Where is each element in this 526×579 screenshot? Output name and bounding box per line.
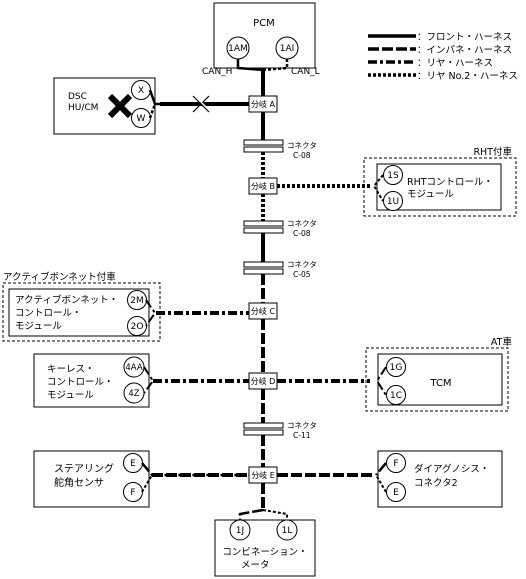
svg-text:コネクタ: コネクタ [287,260,317,269]
rht-option-label: RHT付車 [473,146,512,158]
tcm-module: AT車 1G 1C TCM [365,336,513,412]
legend-label-inpane: ：インパネ・ハーネス [417,45,512,56]
svg-text:1J: 1J [236,526,244,536]
diag-pin-f [386,453,406,473]
legend-label-rear-no2: ：リヤ No.2・ハーネス [417,71,518,82]
svg-text:ダイアグノシス・: ダイアグノシス・ [414,463,489,475]
can-h-label: CAN_H [202,67,232,77]
combi-pin-1j [229,519,251,541]
svg-text:1U: 1U [387,197,399,207]
can-l-label: CAN_L [291,67,320,77]
diagnosis-connector-module: F E ダイアグノシス・ コネクタ2 [375,450,503,508]
active-bonnet-module: アクティブボンネット付車 アクティブボンネット・ コントロール・ モジュール 2… [2,271,161,342]
cut-line-icon [192,95,212,113]
svg-text:2M: 2M [130,296,144,306]
svg-text:W: W [137,114,146,124]
svg-text:アクティブボンネット・: アクティブボンネット・ [15,294,118,306]
combination-meter-module: 1J 1L コンビネーション・ メータ [214,508,316,577]
svg-text:コントロール・: コントロール・ [15,308,82,319]
svg-text:メータ: メータ [241,560,270,571]
disconnected-x-icon [107,93,133,119]
svg-text:1L: 1L [282,526,293,536]
svg-text:モジュール: モジュール [47,390,94,401]
dsc-module: DSC HU/CM X W [53,77,250,135]
tcm-pin-1g [386,357,406,377]
tcm-option-frame [365,347,509,412]
svg-text:コントロール・: コントロール・ [47,377,114,388]
keyless-module: キーレス・ コントロール・ モジュール 4AA 4Z [33,353,155,408]
junction-d-label: 分岐 D [251,376,276,386]
svg-text:RHTコントロール・: RHTコントロール・ [407,177,493,188]
junction-c [248,302,278,320]
svg-text:F: F [130,488,135,498]
rht-option-frame [363,157,517,217]
steering-sensor-module: ステアリング 舵角センサ E F [33,450,249,508]
svg-text:ステアリング: ステアリング [54,462,114,475]
svg-text:コネクタ: コネクタ [287,141,317,150]
junction-a [248,95,278,113]
svg-text:1C: 1C [390,391,402,401]
svg-text:F: F [393,459,398,469]
svg-text:モジュール: モジュール [15,321,62,332]
legend-label-front: ：フロント・ハーネス [417,32,512,43]
rht-pin-1u [383,191,403,211]
svg-text:1AM: 1AM [228,44,248,54]
svg-text:X: X [138,86,144,96]
combi-pin-1l [276,519,298,541]
svg-text:コネクタ: コネクタ [287,421,317,430]
connector-c08-2: コネクタ C-08 [243,219,317,238]
svg-text:モジュール: モジュール [407,189,454,200]
svg-text:コネクタ2: コネクタ2 [414,478,458,489]
svg-text:C-05: C-05 [293,270,311,279]
pcm-label: PCM [253,18,275,29]
tcm-pin-1c [386,385,406,405]
connector-c05: コネクタ C-05 [243,260,317,279]
svg-text:1S: 1S [387,171,399,181]
svg-text:1AI: 1AI [280,44,295,54]
dsc-label-line2: HU/CM [68,103,98,113]
legend-label-rear: ：リヤ・ハーネス [417,58,493,69]
tcm-option-label: AT車 [491,336,513,348]
svg-text:C-08: C-08 [293,151,311,160]
svg-text:E: E [393,488,399,498]
abm-box [8,288,150,337]
tcm-label: TCM [429,378,451,389]
svg-text:2O: 2O [131,322,144,332]
svg-text:4AA: 4AA [125,363,142,373]
svg-text:4Z: 4Z [128,389,139,399]
connector-c11: コネクタ C-11 [243,421,317,440]
connector-c08-1: コネクタ C-08 [243,139,317,160]
svg-text:C-08: C-08 [293,229,311,238]
junction-e-label: 分岐 E [251,470,275,480]
dsc-label-line1: DSC [68,92,87,102]
rht-pin-1s [383,165,403,185]
pcm-box [213,2,316,69]
junction-b-label: 分岐 B [251,181,275,191]
rht-module: RHT付車 1S 1U RHTコントロール・ モジュール [363,146,517,217]
diag-pin-e [386,482,406,502]
svg-text:E: E [130,459,136,469]
svg-text:コンビネーション・: コンビネーション・ [222,547,307,558]
svg-text:コネクタ: コネクタ [287,219,317,228]
junction-a-label: 分岐 A [251,99,276,109]
svg-text:1G: 1G [390,363,403,373]
junction-c-label: 分岐 C [251,306,276,316]
svg-text:キーレス・: キーレス・ [47,364,95,375]
pcm-module: PCM 1AM 1AI CAN_H CAN_L [202,2,320,77]
svg-text:C-11: C-11 [293,431,311,440]
abm-option-label: アクティブボンネット付車 [3,271,116,283]
legend: ：フロント・ハーネス ：インパネ・ハーネス ：リヤ・ハーネス ：リヤ No.2・… [368,32,518,82]
svg-text:舵角センサ: 舵角センサ [54,476,104,489]
